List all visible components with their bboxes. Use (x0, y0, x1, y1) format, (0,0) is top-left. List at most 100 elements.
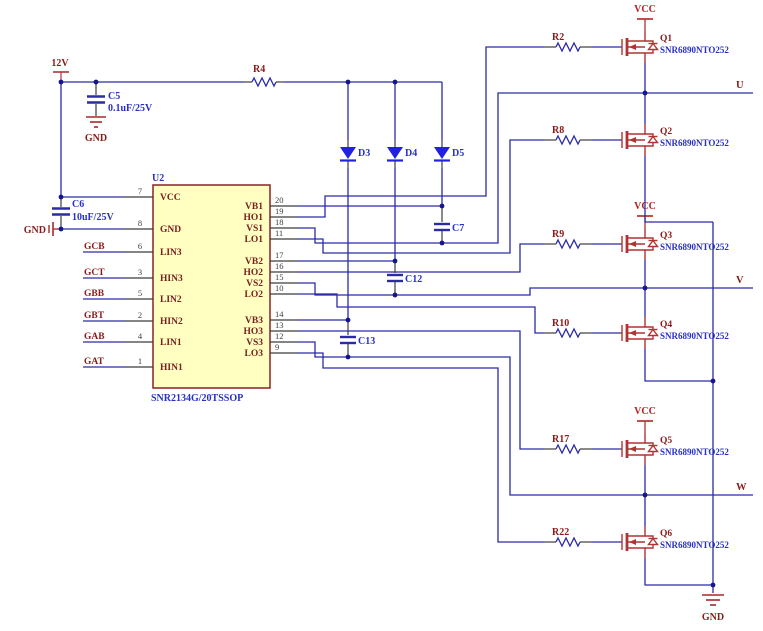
q2-ref: Q2 (660, 127, 672, 137)
resistor-zigzag-icon (555, 443, 581, 455)
pin-name-lin3: LIN3 (160, 248, 182, 258)
body-diode-icon (647, 239, 659, 248)
r10-ref: R10 (552, 318, 569, 329)
q2-part: SNR6890NTO252 (660, 138, 729, 148)
mosfet-q1 (621, 31, 659, 63)
q1-ref: Q1 (660, 34, 672, 44)
mosfet-q4 (621, 317, 659, 349)
ic-right-pin-names: VB1 HO1 VS1 LO1 VB2 HO2 VS2 LO2 VB3 HO3 … (243, 202, 263, 359)
wire-top-rail (60, 81, 442, 197)
resistor-r2: R2 (544, 32, 622, 53)
pin-name-ho3: HO3 (243, 327, 263, 337)
pin-name-vcc: VCC (160, 193, 181, 203)
output-label-u: U (736, 80, 744, 91)
c7-ref: C7 (452, 223, 464, 234)
wire-net-vs2-v (298, 282, 753, 296)
resistor-zigzag-icon (555, 238, 581, 250)
c6-ref: C6 (72, 199, 84, 210)
svg-text:19: 19 (275, 206, 284, 216)
body-diode-icon (647, 135, 659, 144)
gnd-label-left: GND (24, 225, 46, 236)
d4-ref: D4 (405, 148, 417, 159)
svg-text:15: 15 (275, 272, 284, 282)
r8-ref: R8 (552, 125, 564, 136)
input-net-labels: GCB GCT GBB GBT GAB GAT (84, 242, 105, 367)
diode-triangle-icon (387, 147, 403, 159)
svg-text:VCC: VCC (634, 406, 656, 417)
cap-c12: C12 (387, 261, 422, 295)
resistor-r9: R9 (544, 229, 622, 250)
body-diode-icon (647, 42, 659, 51)
cap-c13: C13 (340, 320, 375, 357)
pin-name-lin1: LIN1 (160, 338, 182, 348)
q4-ref: Q4 (660, 320, 672, 330)
svg-text:9: 9 (275, 342, 279, 352)
c5-ref: C5 (108, 91, 120, 102)
pin-name-vs2: VS2 (246, 279, 263, 289)
svg-text:4: 4 (138, 331, 143, 341)
net-label-gbb: GBB (84, 289, 105, 299)
pin-name-lin2: LIN2 (160, 295, 182, 305)
junction-dots (58, 79, 716, 588)
c12-ref: C12 (405, 274, 422, 285)
ic-u2: U2 SNR2134G/20TSSOP (151, 173, 271, 404)
power-port-12v: 12V (51, 58, 69, 82)
q3-part: SNR6890NTO252 (660, 242, 729, 252)
c5-value: 0.1uF/25V (108, 103, 153, 114)
body-diode-icon (647, 328, 659, 337)
cap-c6: C6 10uF/25V (52, 197, 114, 229)
mosfet-q3 (621, 228, 659, 260)
resistor-zigzag-icon (555, 41, 581, 53)
svg-text:7: 7 (138, 186, 142, 196)
svg-text:5: 5 (138, 288, 142, 298)
output-label-v: V (736, 275, 744, 286)
svg-text:12: 12 (275, 331, 284, 341)
q5-part: SNR6890NTO252 (660, 447, 729, 457)
gate-resistors: R2 R8 R9 R10 R17 (544, 32, 622, 548)
r2-ref: R2 (552, 32, 564, 43)
r4-ref: R4 (253, 64, 265, 75)
net-label-gbt: GBT (84, 311, 105, 321)
source-arrow-icon (629, 330, 636, 336)
pin-name-gnd: GND (160, 225, 181, 235)
wire-net-ho3 (298, 330, 544, 450)
svg-text:11: 11 (275, 228, 283, 238)
pin-name-vs1: VS1 (246, 224, 263, 234)
ic-left-pin-names: VCC GND LIN3 HIN3 LIN2 HIN2 LIN1 HIN1 (160, 193, 183, 373)
q1-part: SNR6890NTO252 (660, 45, 729, 55)
q4-part: SNR6890NTO252 (660, 331, 729, 341)
wire-net-ho1 (298, 46, 544, 218)
c6-value: 10uF/25V (72, 212, 114, 223)
resistor-r17: R17 (544, 434, 622, 455)
wire-net-vs3-w (298, 341, 753, 496)
svg-text:6: 6 (138, 241, 142, 251)
r22-ref: R22 (552, 527, 569, 538)
resistor-zigzag-icon (555, 327, 581, 339)
d5-ref: D5 (452, 148, 464, 159)
pin-name-vb2: VB2 (245, 257, 263, 267)
pin-name-hin3: HIN3 (160, 274, 183, 284)
ic-left-pin-numbers: 7 8 6 3 5 2 4 1 (138, 186, 143, 366)
r9-ref: R9 (552, 229, 564, 240)
pin-name-ho1: HO1 (243, 213, 263, 223)
svg-text:14: 14 (275, 309, 284, 319)
pin-name-vs3: VS3 (246, 338, 263, 348)
gnd-label-c5: GND (85, 133, 107, 144)
diode-triangle-icon (434, 147, 450, 159)
ic-body (152, 184, 271, 389)
svg-text:20: 20 (275, 195, 284, 205)
svg-text:18: 18 (275, 217, 284, 227)
svg-text:16: 16 (275, 261, 284, 271)
diode-d3: D3 (340, 82, 370, 320)
mosfet-q5 (621, 433, 659, 465)
resistor-r22: R22 (544, 527, 622, 548)
svg-text:10: 10 (275, 283, 284, 293)
vcc-port-q1: VCC (634, 4, 656, 31)
gnd-symbol-bottom: GND (702, 594, 724, 623)
wire-net-vs1-u (298, 92, 753, 244)
diode-d5: D5 (434, 82, 464, 206)
source-arrow-icon (629, 539, 636, 545)
pin-name-hin2: HIN2 (160, 317, 183, 327)
vcc-port-q5: VCC (634, 406, 656, 433)
